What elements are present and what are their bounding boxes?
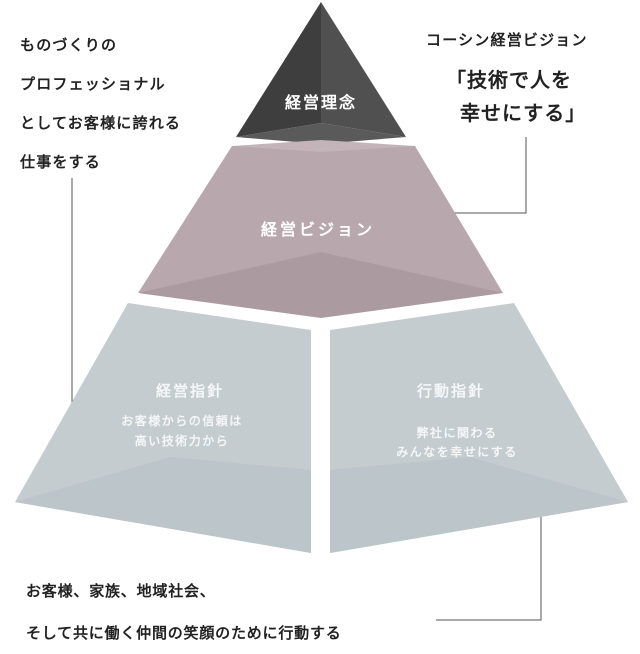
- vision-quote: 「技術で人を 幸せにする」: [446, 64, 586, 130]
- left-note-line: プロフェッショナル: [20, 75, 166, 93]
- left-note: ものづくりの プロフェッショナル としてお客様に誇れる 仕事をする: [20, 26, 181, 182]
- tier-label-management-policy: 経営指針: [155, 382, 225, 400]
- left-note-line: 仕事をする: [20, 153, 102, 171]
- vision-quote-line: 幸せにする」: [460, 101, 587, 125]
- vision-heading: コーシン経営ビジョン: [426, 31, 588, 49]
- description-line: 高い技術力から: [134, 434, 230, 448]
- description-line: みんなを幸せにする: [396, 445, 518, 459]
- tier-label-philosophy: 経営理念: [284, 93, 358, 112]
- bottom-note-line: お客様、家族、地域社会、: [26, 582, 216, 600]
- description-line: 弊社に関わる: [416, 426, 498, 440]
- tier-label-vision: 経営ビジョン: [260, 220, 376, 239]
- tier-label-action-policy: 行動指針: [416, 382, 486, 400]
- bottom-note-line: そして共に働く仲間の笑顔のために行動する: [26, 624, 342, 642]
- bottom-note: お客様、家族、地域社会、 そして共に働く仲間の笑顔のために行動する: [26, 570, 342, 654]
- action-policy-description: 弊社に関わる みんなを幸せにする: [396, 424, 518, 462]
- left-note-line: ものづくりの: [20, 36, 118, 54]
- connector-bottom: [436, 480, 542, 621]
- left-note-line: としてお客様に誇れる: [20, 114, 182, 132]
- pyramid-top-tier: [236, 2, 406, 144]
- connector-right-vision: [425, 137, 527, 214]
- vision-quote-line: 「技術で人を: [446, 68, 572, 92]
- management-policy-description: お客様からの信頼は 高い技術力から: [121, 411, 243, 451]
- pyramid-bottom-left-block: [15, 303, 311, 553]
- description-line: お客様からの信頼は: [121, 414, 243, 428]
- pyramid-bottom-right-block: [330, 303, 628, 553]
- pyramid-middle-tier: [138, 140, 503, 318]
